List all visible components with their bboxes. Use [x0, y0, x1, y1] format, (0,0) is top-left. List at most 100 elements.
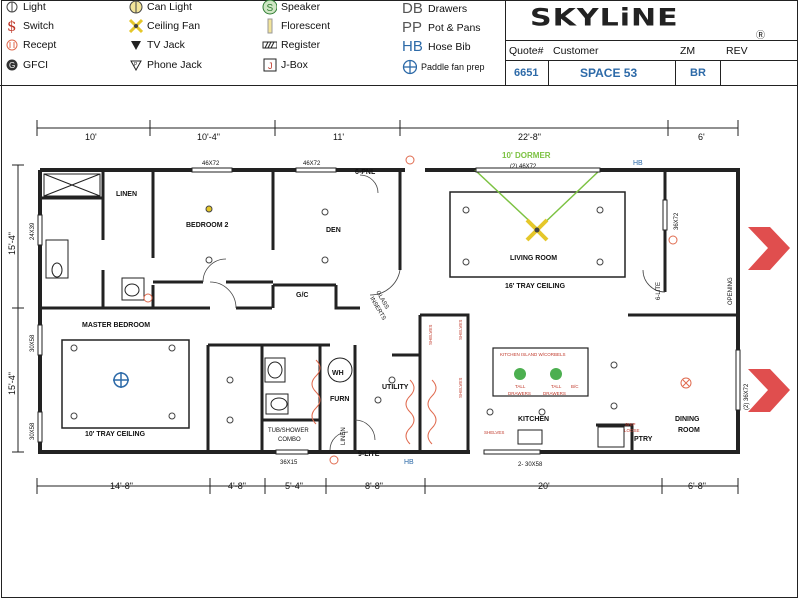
- room-label-wh: WH: [332, 370, 344, 377]
- shelves-label: SHELVES: [484, 430, 504, 435]
- zm-value: BR: [690, 67, 706, 79]
- ceiling-fan-icon: [128, 18, 143, 34]
- zm-label: ZM: [680, 45, 696, 57]
- customer-label: Customer: [553, 45, 599, 57]
- dim-top: 10'-4": [197, 132, 220, 142]
- dormer-window-label: (2) 46X72: [510, 164, 537, 170]
- kitchen-island: [492, 347, 589, 397]
- dim-top: 6': [698, 132, 705, 142]
- windows: [37, 167, 741, 455]
- exterior-walls: [38, 168, 740, 454]
- dim-left: 15'-4": [7, 372, 17, 395]
- phone-jack-icon: P: [128, 58, 143, 72]
- header-col-b: [675, 60, 676, 85]
- ship-loose-label: LOOSE: [624, 428, 640, 433]
- legend-label: Recept: [23, 39, 57, 51]
- legend-phone-jack: P Phone Jack: [128, 58, 202, 72]
- legend-label: Phone Jack: [147, 59, 202, 71]
- room-label-linen2: LINEN: [341, 427, 347, 445]
- registered-mark: Ⓡ: [756, 30, 766, 40]
- door-label-9lite: 9-LITE: [358, 451, 380, 458]
- legend-drawers: DB Drawers: [402, 0, 467, 17]
- fluorescent-icon: [262, 18, 277, 34]
- legend-florescent: Florescent: [262, 18, 331, 34]
- light-fixtures: [70, 205, 618, 424]
- legend-label: TV Jack: [147, 39, 185, 51]
- svg-text:$: $: [7, 18, 17, 34]
- dim-bottom: 5'-4": [285, 481, 303, 491]
- legend-label: Ceiling Fan: [147, 20, 201, 32]
- room-label-living: LIVING ROOM: [510, 255, 557, 262]
- dim-left: 15'-4": [7, 232, 17, 255]
- receptacle-icons: [143, 155, 678, 465]
- legend-can-light: Can Light: [128, 0, 192, 14]
- ship-loose-label: SHIP: [625, 422, 636, 427]
- legend-label: Can Light: [147, 1, 192, 13]
- drawers-label: DRAWERS: [543, 391, 566, 396]
- room-label-den: DEN: [326, 227, 341, 234]
- tall-drawer-marker: [550, 368, 562, 380]
- legend-label: Florescent: [281, 20, 331, 32]
- switch-icon: $: [4, 18, 19, 34]
- room-label-bedroom2: BEDROOM 2: [186, 222, 229, 229]
- legend-label: Drawers: [428, 2, 468, 15]
- gfci-icon: G: [4, 58, 19, 72]
- dim-top: 22'-8": [518, 132, 541, 142]
- window-label: 46X72: [202, 161, 220, 167]
- legend-speaker: S Speaker: [262, 0, 320, 15]
- receptacle-icon: [4, 38, 19, 52]
- legend-label: GFCI: [23, 59, 49, 71]
- legend-label: Paddle fan prep: [421, 62, 485, 72]
- dim-bottom: 8'-8": [365, 481, 383, 491]
- svg-text:G: G: [9, 61, 15, 70]
- legend-switch: $ Switch: [4, 18, 54, 34]
- bath-fixtures: [43, 173, 353, 415]
- header-col-a: [548, 60, 549, 85]
- dining-light-icon: [680, 377, 692, 389]
- window-label: (2) 36X72: [744, 383, 750, 410]
- room-label-tub: TUB/SHOWER: [268, 428, 309, 434]
- shelves-label: SHELVES: [428, 325, 433, 345]
- quote-label: Quote#: [509, 45, 544, 57]
- room-label-furn: FURN: [330, 396, 349, 403]
- interior-walls: [40, 170, 738, 452]
- rev-label: REV: [726, 45, 748, 57]
- expand-arrow-icon: [748, 369, 790, 412]
- legend-label: Pot & Pans: [428, 21, 481, 34]
- tall-label: TALL: [551, 384, 562, 389]
- svg-text:S: S: [267, 3, 274, 14]
- bc-label: B/C: [571, 384, 579, 389]
- room-label-combo: COMBO: [278, 437, 301, 443]
- legend-label: J-Box: [281, 59, 308, 71]
- legend-tv-jack: TV Jack: [128, 38, 185, 52]
- legend-divider: [505, 0, 506, 85]
- header-divider: [0, 85, 798, 86]
- ceiling-fan-icon: [525, 218, 549, 242]
- dim-bottom: 6'-8": [688, 481, 706, 491]
- hose-bib-label: HB: [404, 459, 414, 466]
- room-label-linen: LINEN: [116, 191, 137, 198]
- room-label-master-ceiling: 10' TRAY CEILING: [85, 431, 146, 438]
- kitchen-sink: [517, 429, 543, 445]
- paddle-fan-icon: [113, 372, 129, 388]
- dim-bottom: 4'-8": [228, 481, 246, 491]
- window-label: 46X72: [303, 161, 321, 167]
- quote-value: 6651: [514, 67, 539, 79]
- dim-bottom: 20': [538, 481, 550, 491]
- tv-jack-icon: [128, 38, 143, 52]
- legend-gfci: G GFCI: [4, 58, 48, 72]
- tall-label: TALL: [515, 384, 526, 389]
- room-label-dining2: ROOM: [678, 427, 700, 434]
- labels-divider: [505, 60, 798, 61]
- left-dimension-line: [12, 164, 24, 453]
- drawers-icon: DB: [402, 0, 423, 17]
- room-label-utility: UTILITY: [382, 384, 409, 391]
- legend-paddle-fan: Paddle fan prep: [402, 59, 485, 75]
- hose-bib-icon: HB: [402, 38, 423, 55]
- legend-register: Register: [262, 38, 320, 52]
- door-label-6pnl: 6-PNL: [355, 169, 376, 176]
